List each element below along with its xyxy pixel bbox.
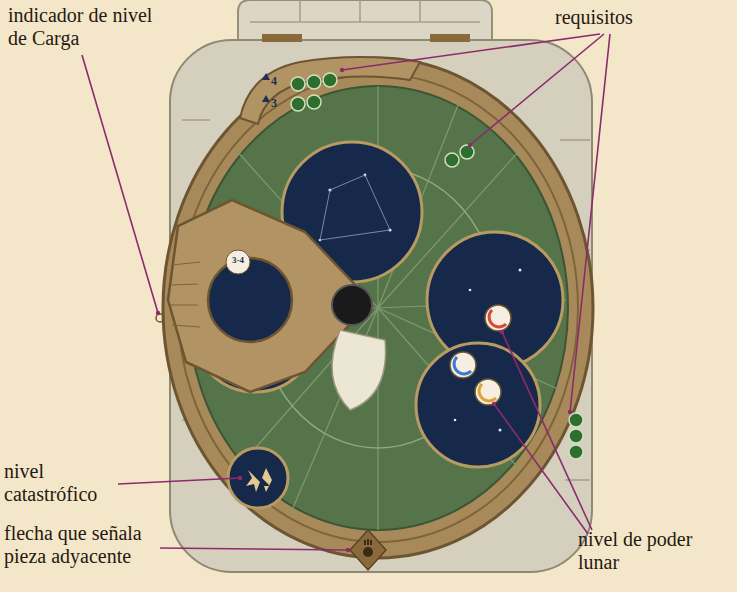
requirement-icons [569, 445, 583, 459]
moon-icons [450, 305, 511, 405]
hand-marker [365, 539, 371, 545]
requirement-icons [291, 77, 305, 91]
pointer-blade [156, 314, 164, 322]
sky-windows [193, 142, 563, 508]
callout-label: nivel de poder lunar [578, 528, 698, 574]
label-box: 4 [271, 75, 285, 89]
moon-icons [479, 384, 496, 401]
sky-windows [416, 343, 540, 467]
leader-dots [238, 476, 242, 480]
requirement-icons [307, 75, 321, 89]
moon-icons [454, 357, 471, 374]
leader-dots [346, 548, 350, 552]
label-box: 3 [271, 97, 285, 111]
leader-dots [568, 410, 572, 414]
stone-frame [262, 34, 302, 42]
pale-crescent [332, 330, 386, 410]
label-box: requisitos [555, 6, 675, 29]
leader-lines [502, 332, 592, 530]
requirement-icons [291, 73, 583, 459]
leader-dots [500, 330, 504, 334]
leader-dots [492, 402, 496, 406]
catastrophe-icon [246, 470, 260, 492]
stars [469, 289, 472, 292]
load-icons [262, 95, 270, 102]
load-number: 3 [271, 97, 285, 111]
requirement-icons [569, 429, 583, 443]
range-number: 3-4 [224, 255, 252, 265]
catastrophe-icon [246, 468, 272, 492]
hand-marker [363, 547, 373, 557]
label-box: nivel catastrófico [4, 460, 119, 506]
center-knob [332, 285, 372, 325]
callout-label: indicador de nivel de Carga [8, 4, 173, 50]
pointer-blade [208, 258, 292, 342]
callout-label: flecha que señala pieza adyacente [4, 522, 164, 568]
label-box: flecha que señala pieza adyacente [4, 522, 164, 568]
moon-icons [450, 352, 476, 378]
leader-lines [342, 34, 600, 70]
moon-icons [489, 310, 506, 327]
requirement-icons [323, 73, 337, 87]
label-box: nivel de poder lunar [578, 528, 698, 574]
stone-frame [430, 34, 470, 42]
callout-label: nivel catastrófico [4, 460, 119, 506]
label-box: 3-4 [224, 255, 252, 265]
load-icons [262, 73, 270, 80]
stars [454, 419, 457, 422]
leader-lines [82, 34, 610, 550]
callout-label: requisitos [555, 6, 675, 29]
bronze-ring [163, 58, 593, 558]
green-disc [188, 86, 568, 530]
bronze-ring [178, 74, 578, 542]
bronze-ring [163, 58, 593, 558]
load-number: 4 [271, 75, 285, 89]
leader-dots [340, 68, 344, 72]
requirement-icons [569, 413, 583, 427]
label-box: indicador de nivel de Carga [8, 4, 173, 50]
pointer-blade [170, 262, 200, 327]
leader-lines [118, 478, 240, 484]
leader-lines [470, 34, 604, 145]
moon-icons [485, 305, 511, 331]
leader-lines [494, 404, 588, 534]
requirement-icons [445, 153, 459, 167]
hand-marker [350, 530, 386, 570]
moon-icons [475, 379, 501, 405]
leader-dots [156, 68, 572, 552]
leader-dots [156, 311, 160, 315]
stars [320, 175, 390, 240]
green-disc [190, 86, 566, 530]
hand-marker [350, 530, 386, 570]
bronze-plate [240, 57, 420, 124]
stars [499, 429, 502, 432]
leader-lines [570, 34, 610, 412]
leader-lines [82, 55, 158, 313]
stars [519, 269, 522, 272]
pointer-blade [156, 200, 362, 392]
green-disc [188, 86, 568, 530]
requirement-icons [307, 95, 321, 109]
catastrophe-icon [262, 468, 272, 492]
requirement-icons [460, 145, 474, 159]
stone-frame [170, 40, 592, 572]
bronze-plate [240, 57, 420, 124]
leader-lines [160, 548, 348, 550]
requirement-icons [291, 97, 305, 111]
load-icons [262, 73, 270, 102]
leader-dots [468, 143, 472, 147]
